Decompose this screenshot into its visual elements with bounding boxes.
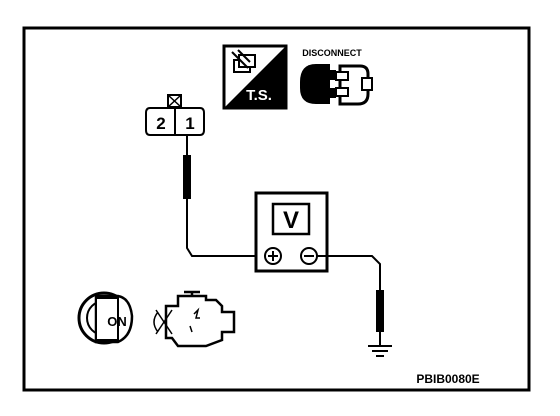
- ts-badge: T.S.: [222, 44, 288, 110]
- engine-off-icon: [153, 290, 236, 348]
- disconnect-badge: DISCONNECT: [300, 48, 373, 106]
- disconnect-label: DISCONNECT: [302, 48, 362, 58]
- negative-terminal-icon: [300, 247, 318, 265]
- harness-connector: 2 1: [145, 94, 205, 136]
- connector-pin-1: 1: [185, 114, 194, 133]
- ground-icon: [368, 345, 392, 357]
- voltmeter: V: [254, 191, 329, 273]
- figure-code: PBIB0080E: [416, 372, 479, 386]
- ignition-on-label: ON: [107, 314, 127, 329]
- positive-probe-lead: [183, 135, 264, 257]
- disconnect-connector-icon: [300, 64, 373, 106]
- connector-checker-icon: [231, 49, 256, 73]
- meter-mode-label: V: [283, 207, 299, 234]
- ts-label: T.S.: [246, 87, 272, 104]
- negative-probe-lead: [317, 255, 384, 346]
- positive-terminal-icon: [264, 247, 282, 265]
- connector-pin-2: 2: [156, 114, 165, 133]
- ignition-key-icon: ON: [77, 291, 134, 345]
- figure-frame: [22, 26, 531, 392]
